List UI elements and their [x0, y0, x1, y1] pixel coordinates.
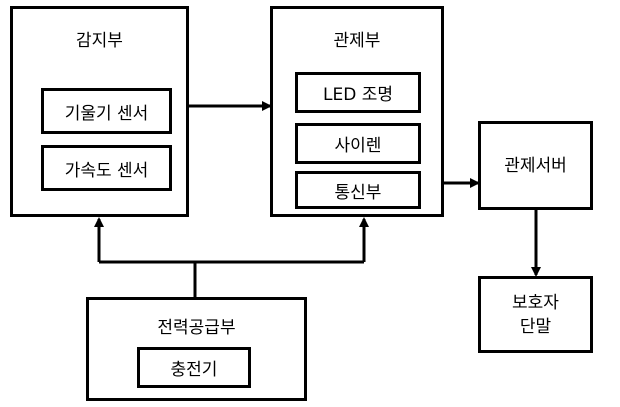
control-server-title: 관제서버: [504, 155, 567, 176]
control-unit-block: 관제부 LED 조명 사이렌 통신부: [270, 6, 444, 217]
control-unit-title: 관제부: [333, 31, 381, 51]
guardian-terminal-line1: 보호자: [512, 292, 559, 313]
guardian-terminal-line2: 단말: [519, 316, 552, 337]
sensing-unit-title: 감지부: [76, 31, 123, 51]
power-supply-block: 전력공급부 충전기: [86, 297, 307, 401]
tilt-sensor-box: 기울기 센서: [41, 88, 172, 134]
charger-box: 충전기: [137, 347, 251, 388]
control-server-block: 관제서버: [478, 121, 593, 210]
sensing-unit-block: 감지부 기울기 센서 가속도 센서: [10, 6, 189, 217]
guardian-terminal-label: 보호자 단말: [481, 279, 590, 350]
led-light-box: LED 조명: [295, 72, 421, 113]
comm-unit-box: 통신부: [295, 171, 421, 209]
siren-box: 사이렌: [295, 123, 421, 164]
acceleration-sensor-box: 가속도 센서: [41, 145, 172, 191]
power-supply-title: 전력공급부: [157, 318, 236, 338]
guardian-terminal-block: 보호자 단말: [478, 276, 593, 353]
control-server-label: 관제서버: [481, 124, 590, 207]
